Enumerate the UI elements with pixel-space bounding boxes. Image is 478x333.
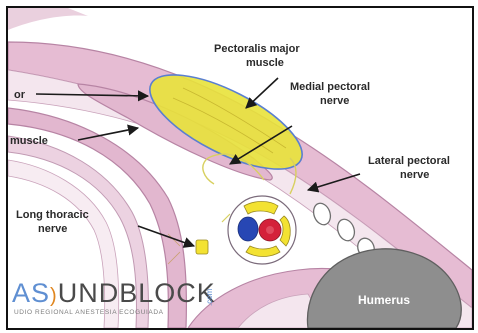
brand-part-1: A [12,278,31,308]
label-humerus: Humerus [358,293,410,307]
label-lateral-pectoral-2: nerve [400,169,429,181]
artery-lumen [266,226,274,234]
anatomy-figure-frame: Pectoralis major muscle Medial pectoral … [6,6,474,330]
label-partial-top: or [14,89,26,101]
upper-skin-band [8,8,88,30]
brand-part-3: UNDBLOCK [58,278,216,308]
brand-tagline: UDIO REGIONAL ANESTESIA ECOGUIADA [14,309,164,316]
brand-com: .com [205,288,214,306]
anatomy-diagram: Pectoralis major muscle Medial pectoral … [8,8,472,328]
axillary-vein [238,217,258,241]
label-medial-pectoral-1: Medial pectoral [290,81,370,93]
arrow-pectoralis-major [246,78,278,108]
label-medial-pectoral-2: nerve [320,95,349,107]
brand-ear-icon: ) [50,285,58,307]
label-lateral-pectoral-1: Lateral pectoral [368,155,450,167]
label-partial-muscle: muscle [10,135,48,147]
label-long-thoracic-1: Long thoracic [16,209,89,221]
svg-text:AS)UNDBLOCK: AS)UNDBLOCK [12,278,216,308]
label-pectoralis-major-1: Pectoralis major [214,43,300,55]
long-thoracic-nerve-marker [196,240,208,254]
label-pectoralis-major-2: muscle [246,57,284,69]
brand-part-2: S [31,278,50,308]
label-long-thoracic-2: nerve [38,223,67,235]
